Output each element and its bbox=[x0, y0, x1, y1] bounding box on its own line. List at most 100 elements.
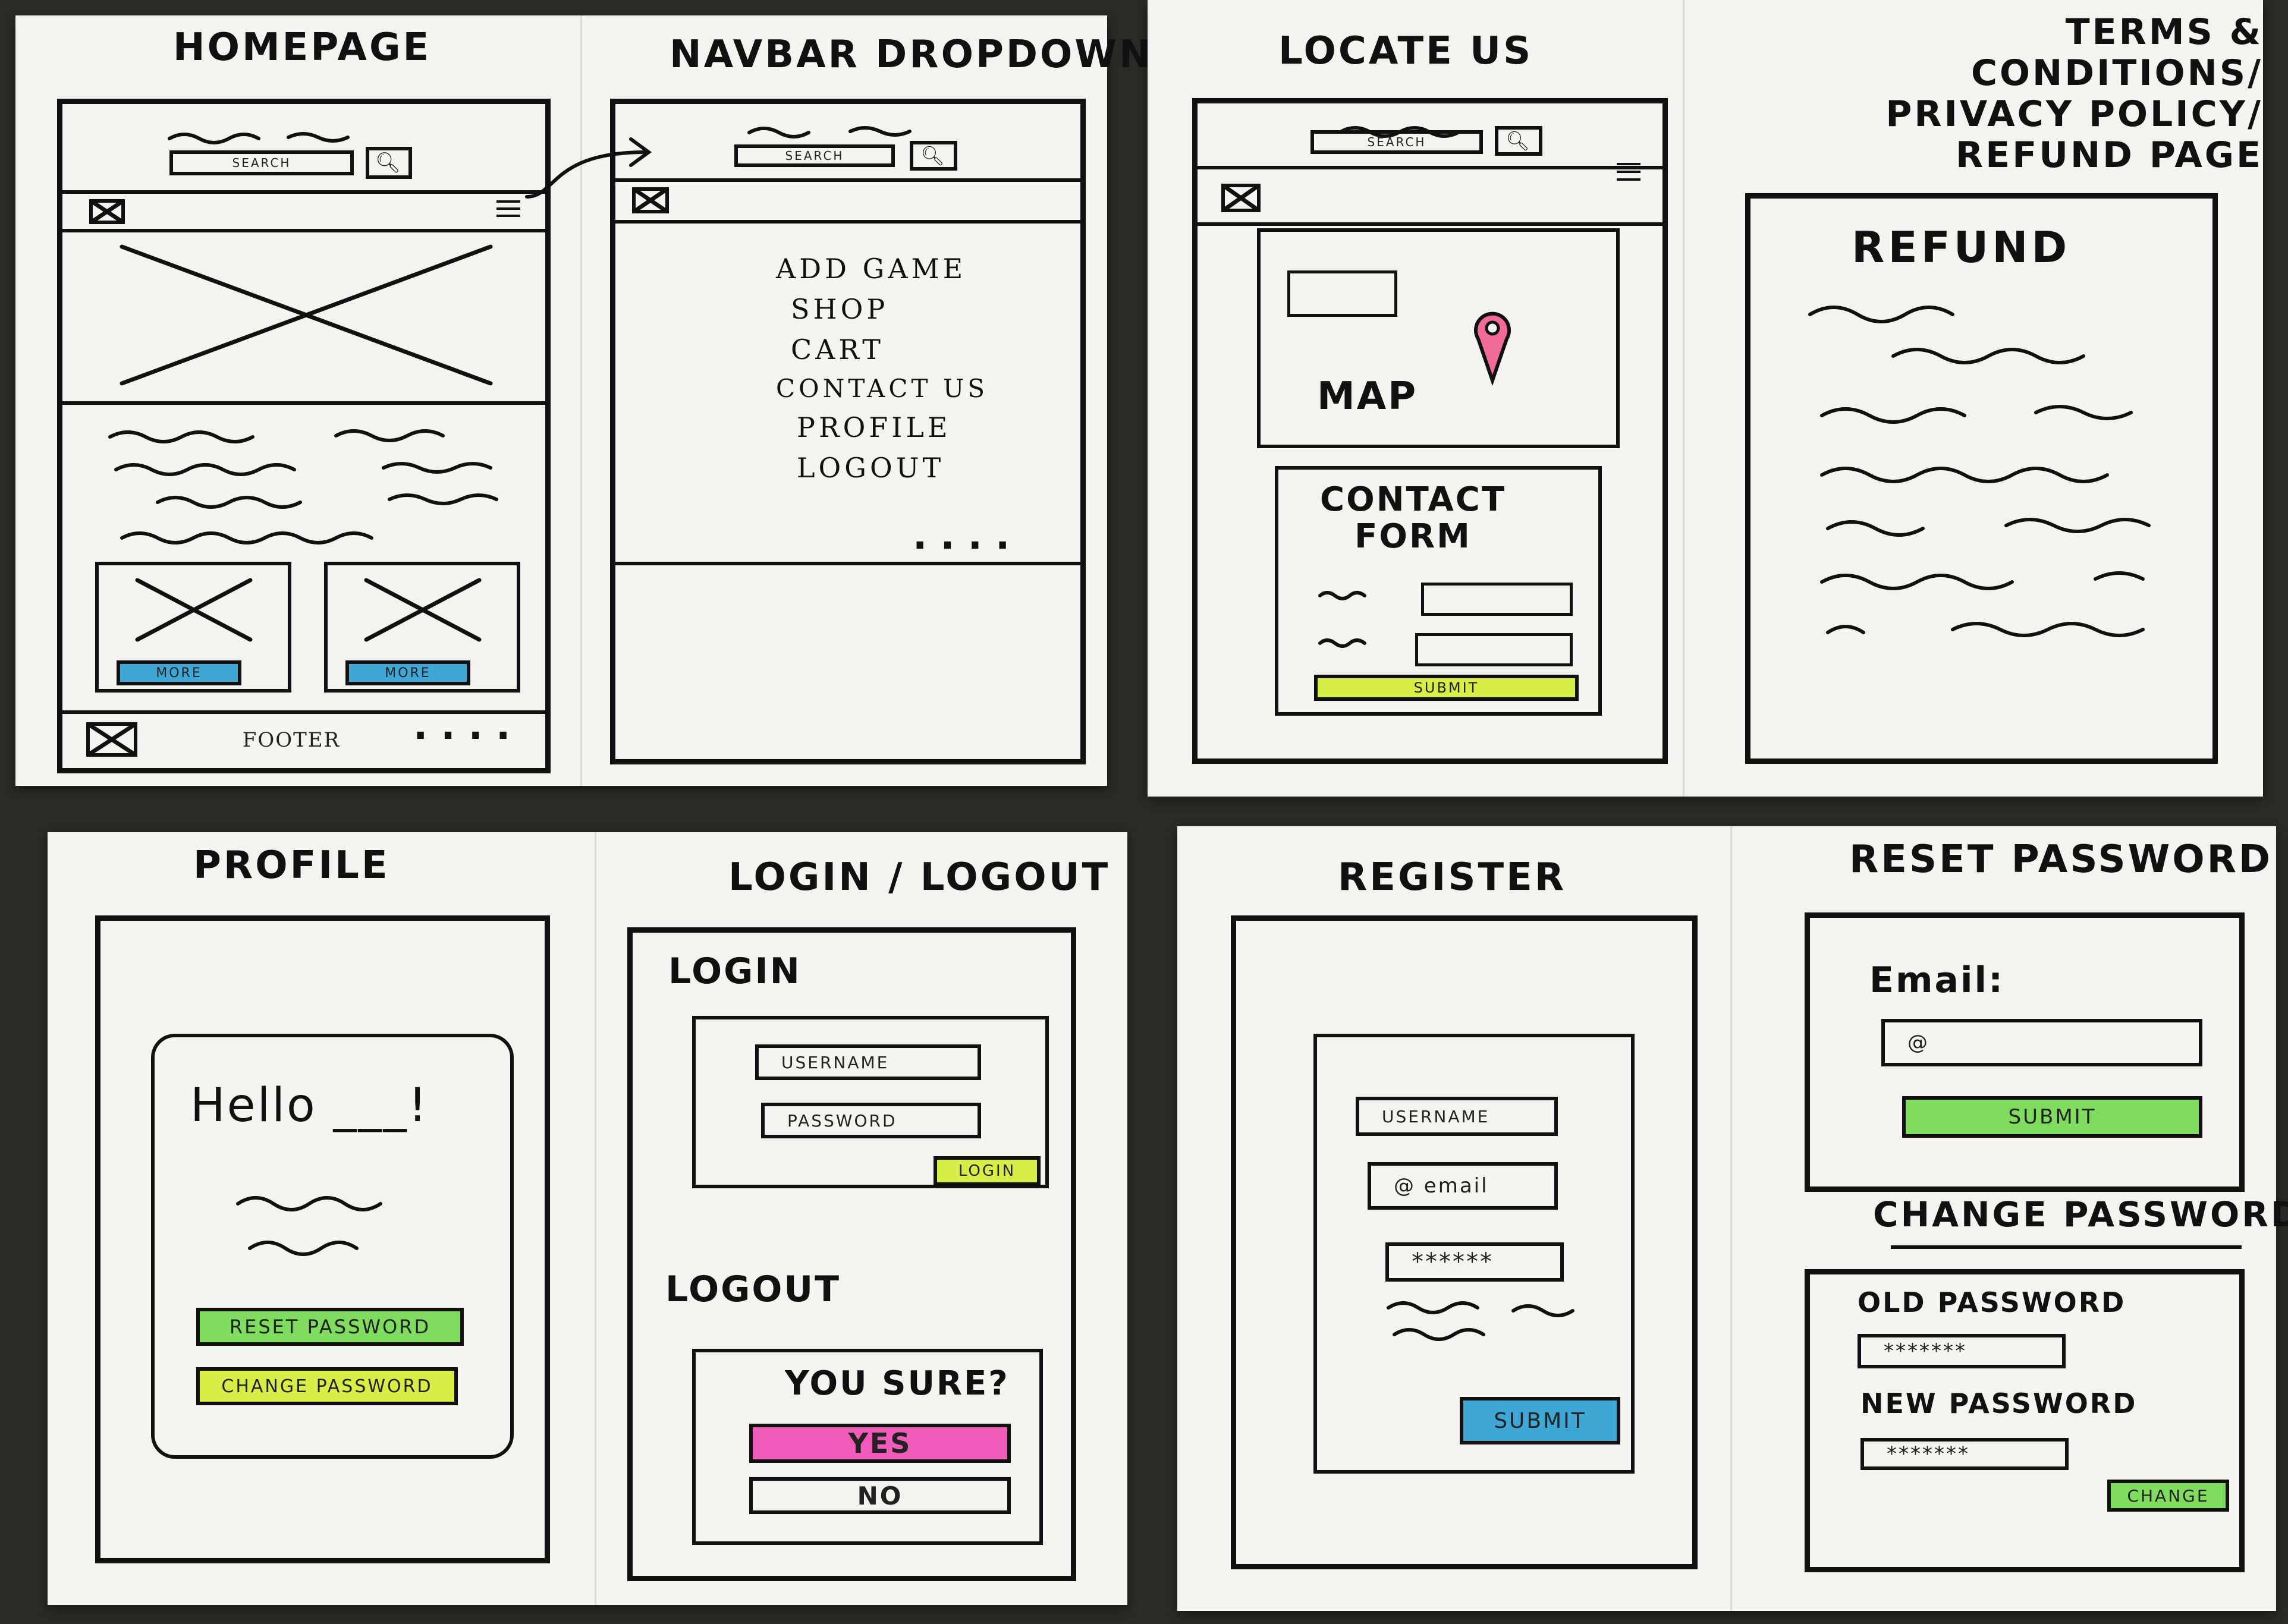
login-button-label: LOGIN bbox=[958, 1162, 1016, 1180]
menu-item-add-game[interactable]: ADD GAME bbox=[776, 253, 967, 285]
navbar-dropdown-title: NAVBAR DROPDOWN bbox=[670, 33, 1154, 77]
menu-item-profile[interactable]: PROFILE bbox=[797, 411, 951, 443]
map-label: MAP bbox=[1317, 374, 1418, 418]
paper-fold bbox=[595, 832, 596, 1605]
contact-submit-button[interactable]: SUBMIT bbox=[1314, 675, 1579, 701]
navbar-search-label: SEARCH bbox=[785, 149, 844, 163]
new-password-value: ******* bbox=[1887, 1442, 1970, 1466]
homepage-hero-divider bbox=[62, 401, 545, 405]
homepage-title: HOMEPAGE bbox=[173, 26, 432, 70]
homepage-header-divider bbox=[62, 190, 545, 194]
homepage-footer-label: FOOTER bbox=[242, 728, 341, 752]
navbar-search-bar[interactable]: SEARCH bbox=[734, 144, 895, 167]
menu-item-cart[interactable]: CART bbox=[791, 333, 884, 366]
card-image-icon bbox=[135, 578, 253, 642]
new-password-field[interactable]: ******* bbox=[1860, 1438, 2069, 1470]
login-username-field[interactable]: USERNAME bbox=[755, 1044, 981, 1080]
locate-hamburger-icon[interactable] bbox=[1617, 163, 1640, 183]
change-password-label: CHANGE PASSWORD bbox=[221, 1376, 433, 1397]
register-title: REGISTER bbox=[1338, 855, 1567, 899]
map-panel[interactable]: MAP bbox=[1257, 228, 1620, 448]
register-username-field[interactable]: USERNAME bbox=[1356, 1097, 1558, 1136]
contact-field-label-scribble bbox=[1318, 591, 1366, 648]
map-pin-icon bbox=[1474, 311, 1511, 386]
register-card: USERNAME @ email ****** SUBMIT bbox=[1313, 1034, 1635, 1474]
register-frame: USERNAME @ email ****** SUBMIT bbox=[1231, 915, 1698, 1569]
homepage-card-2: MORE bbox=[324, 562, 520, 693]
search-icon: 🔍︎ bbox=[920, 144, 947, 167]
logout-panel: YOU SURE? YES NO bbox=[692, 1349, 1043, 1545]
menu-item-logout[interactable]: LOGOUT bbox=[797, 452, 945, 484]
sheet-register-reset: REGISTER USERNAME @ email ****** SUBMIT bbox=[1177, 826, 2288, 1611]
navbar-dropdown-bottom-divider bbox=[615, 562, 1080, 565]
login-password-field[interactable]: PASSWORD bbox=[761, 1103, 981, 1138]
register-password-placeholder: ****** bbox=[1412, 1248, 1494, 1276]
login-button[interactable]: LOGIN bbox=[934, 1156, 1041, 1186]
terms-title: TERMS & CONDITIONS/ PRIVACY POLICY/ REFU… bbox=[1885, 11, 2263, 176]
login-logout-frame: LOGIN USERNAME PASSWORD LOGIN LOGOUT YOU… bbox=[627, 927, 1076, 1581]
navbar-dropdown-menu: ADD GAME SHOP CART CONTACT US PROFILE LO… bbox=[776, 253, 988, 484]
profile-greeting: Hello ___! bbox=[190, 1079, 429, 1132]
logout-heading: LOGOUT bbox=[665, 1269, 841, 1310]
homepage-header-scribble bbox=[168, 132, 350, 144]
footer-logo-icon bbox=[86, 722, 137, 757]
locate-us-frame: SEARCH 🔍︎ MAP bbox=[1192, 98, 1668, 764]
logout-yes-button[interactable]: YES bbox=[749, 1424, 1011, 1463]
homepage-search-label: SEARCH bbox=[232, 156, 291, 170]
reset-password-label: RESET PASSWORD bbox=[229, 1315, 431, 1338]
old-password-value: ******* bbox=[1884, 1339, 1967, 1363]
card-image-icon bbox=[364, 578, 482, 642]
homepage-search-button[interactable]: 🔍︎ bbox=[366, 147, 412, 179]
homepage-hamburger-icon[interactable] bbox=[496, 200, 520, 219]
map-inset-box bbox=[1287, 270, 1397, 317]
old-password-field[interactable]: ******* bbox=[1858, 1334, 2066, 1368]
login-logout-title: LOGIN / LOGOUT bbox=[728, 855, 1111, 899]
terms-heading: REFUND bbox=[1852, 222, 2071, 272]
reset-password-frame: Email: @ SUBMIT bbox=[1805, 912, 2245, 1192]
homepage-card-1: MORE bbox=[95, 562, 291, 693]
change-password-button[interactable]: CHANGE bbox=[2107, 1480, 2229, 1512]
logout-confirm-text: YOU SURE? bbox=[785, 1364, 1010, 1403]
locate-logo-icon bbox=[1221, 184, 1261, 212]
change-button-label: CHANGE bbox=[2127, 1485, 2210, 1506]
profile-title: PROFILE bbox=[193, 844, 390, 887]
homepage-footer-divider bbox=[62, 710, 545, 714]
navbar-nav-divider bbox=[615, 220, 1080, 224]
contact-form-panel: CONTACT FORM SUBMIT bbox=[1275, 466, 1602, 716]
navbar-logo-icon bbox=[632, 187, 669, 213]
navbar-search-button[interactable]: 🔍︎ bbox=[910, 141, 957, 171]
locate-search-bar[interactable]: SEARCH bbox=[1310, 130, 1483, 154]
navbar-header-divider bbox=[615, 178, 1080, 182]
navbar-header-scribble bbox=[747, 126, 912, 139]
contact-field-1[interactable] bbox=[1421, 583, 1573, 616]
more-label: MORE bbox=[156, 665, 202, 681]
register-email-field[interactable]: @ email bbox=[1368, 1162, 1558, 1210]
contact-field-2[interactable] bbox=[1415, 633, 1573, 666]
locate-search-button[interactable]: 🔍︎ bbox=[1495, 126, 1542, 156]
sheet-locate-terms: LOCATE US SEARCH 🔍︎ bbox=[1148, 0, 2263, 797]
more-label: MORE bbox=[385, 665, 431, 681]
menu-item-shop[interactable]: SHOP bbox=[791, 293, 889, 325]
locate-us-title: LOCATE US bbox=[1278, 29, 1533, 73]
reset-email-field[interactable]: @ bbox=[1881, 1019, 2202, 1066]
homepage-card-2-more-button[interactable]: MORE bbox=[345, 660, 470, 685]
logout-no-button[interactable]: NO bbox=[749, 1477, 1011, 1514]
homepage-footer-dots: .... bbox=[413, 704, 524, 748]
reset-submit-button[interactable]: SUBMIT bbox=[1902, 1096, 2202, 1138]
sheet-homepage-navbar: HOMEPAGE SEARCH 🔍︎ bbox=[15, 15, 1151, 786]
homepage-search-bar[interactable]: SEARCH bbox=[169, 150, 354, 175]
locate-search-label: SEARCH bbox=[1367, 135, 1426, 149]
contact-submit-label: SUBMIT bbox=[1413, 679, 1479, 696]
yes-label: YES bbox=[848, 1427, 912, 1459]
menu-item-contact-us[interactable]: CONTACT US bbox=[776, 374, 989, 403]
old-password-label: OLD PASSWORD bbox=[1858, 1286, 2126, 1318]
password-placeholder: PASSWORD bbox=[787, 1110, 897, 1131]
register-email-placeholder: @ email bbox=[1394, 1174, 1489, 1198]
register-password-field[interactable]: ****** bbox=[1385, 1242, 1564, 1282]
contact-form-title: CONTACT FORM bbox=[1320, 480, 1507, 556]
change-password-title: CHANGE PASSWORD bbox=[1873, 1194, 2288, 1235]
profile-change-password-button[interactable]: CHANGE PASSWORD bbox=[196, 1367, 458, 1405]
register-submit-button[interactable]: SUBMIT bbox=[1460, 1397, 1620, 1444]
profile-reset-password-button[interactable]: RESET PASSWORD bbox=[196, 1308, 464, 1346]
homepage-card-1-more-button[interactable]: MORE bbox=[117, 660, 241, 685]
